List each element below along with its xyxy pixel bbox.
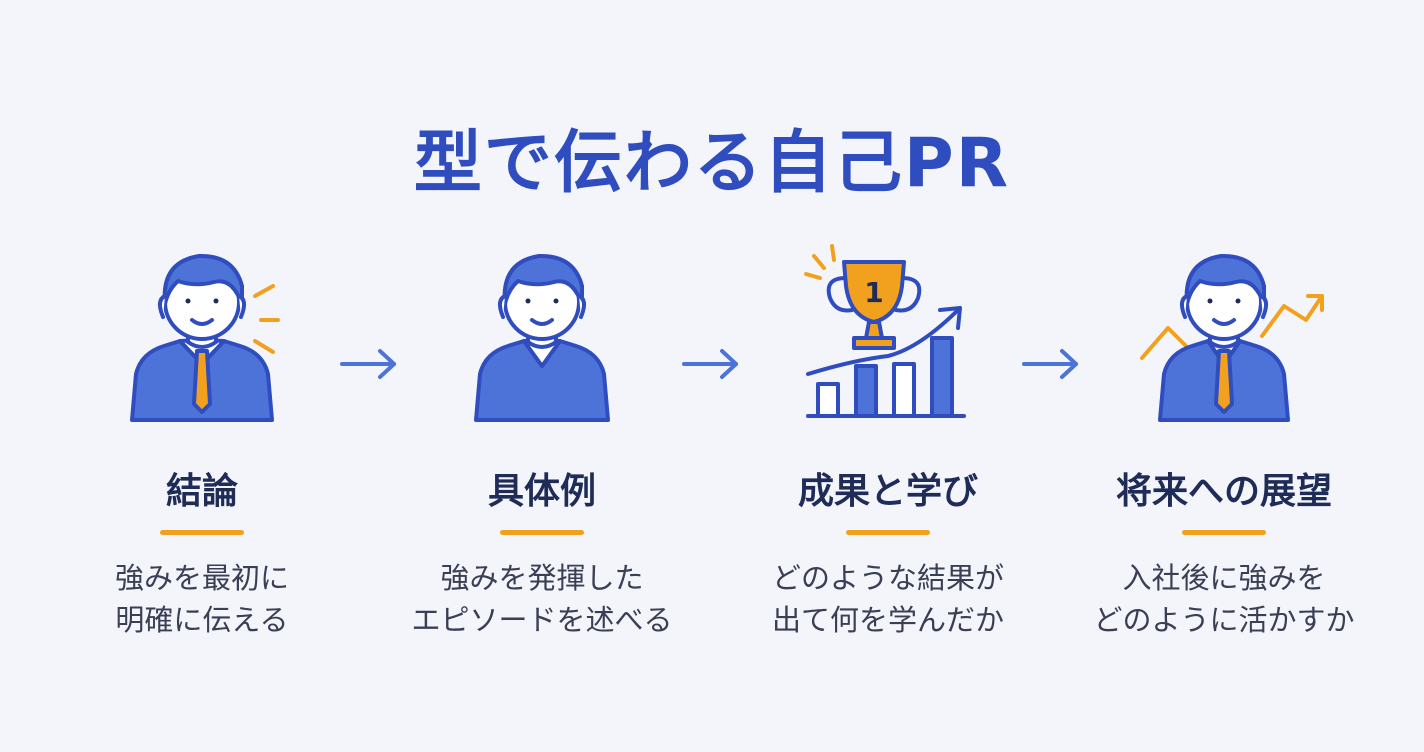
person-left-ear <box>498 294 507 319</box>
growth-line <box>806 306 962 376</box>
step-description: 入社後に強みを どのように活かすか <box>1074 557 1374 641</box>
person-left-ear <box>158 294 167 319</box>
chart-bar <box>816 382 840 418</box>
person-tie <box>1214 349 1234 414</box>
step-title-underline <box>160 530 244 535</box>
speech-lines <box>253 284 280 354</box>
person-smile <box>530 318 554 326</box>
person-left-ear <box>1180 294 1189 319</box>
person-growth-icon <box>1074 238 1374 424</box>
chart-bar <box>930 336 954 418</box>
person-smile <box>1212 318 1236 326</box>
trophy-handle-right <box>894 276 922 313</box>
person-icon <box>392 238 692 424</box>
announcing-person-svg <box>130 253 280 422</box>
person-right-ear <box>1259 294 1268 319</box>
description-line: 出て何を学んだか <box>771 603 1004 638</box>
person-hair <box>162 253 244 306</box>
announcing-person-icon <box>52 238 352 424</box>
person-svg <box>474 253 610 422</box>
right-arrow-icon <box>1020 347 1084 381</box>
person-right-eye <box>1235 298 1241 304</box>
step-title: 将来への展望 <box>1115 471 1332 512</box>
step-title-underline <box>500 530 584 535</box>
chart-bar <box>892 362 916 418</box>
person-left-eye <box>525 298 531 304</box>
right-arrow-svg <box>340 349 396 379</box>
right-arrow-svg <box>682 349 738 379</box>
step-result-learning: 1 成果と学び どのような結果が 出て何を学んだか <box>738 238 1038 641</box>
growth-arrow-head <box>938 306 962 330</box>
person-left-eye <box>185 298 191 304</box>
person-left-eye <box>1207 298 1213 304</box>
step-title: 具体例 <box>487 471 596 512</box>
step-example: 具体例 強みを発揮した エピソードを述べる <box>392 238 692 641</box>
step-title: 結論 <box>165 471 238 512</box>
person-right-ear <box>577 294 586 319</box>
step-title: 成果と学び <box>797 471 978 512</box>
description-line: 入社後に強みを <box>1122 561 1326 595</box>
trophy-stem <box>864 320 884 340</box>
step-conclusion: 結論 強みを最初に 明確に伝える <box>52 238 352 641</box>
person-right-eye <box>553 298 559 304</box>
growth-arrow <box>1140 294 1324 360</box>
trophy-sparkle-lines <box>804 244 836 280</box>
page-title: 型で伝わる自己PR <box>413 123 1011 203</box>
step-description: どのような結果が 出て何を学んだか <box>738 557 1038 641</box>
person-hair <box>502 253 584 306</box>
right-arrow-icon <box>338 347 402 381</box>
description-line: 強みを最初に <box>114 561 289 595</box>
person-right-eye <box>213 298 219 304</box>
person-hair <box>1184 253 1266 306</box>
right-arrow-icon <box>680 347 744 381</box>
person-tie <box>192 349 212 414</box>
step-title-underline <box>846 530 930 535</box>
chart-bar <box>854 364 878 418</box>
person-smile <box>190 318 214 326</box>
step-title-underline <box>1182 530 1266 535</box>
right-arrow-svg <box>1022 349 1078 379</box>
description-line: どのような結果が <box>771 561 1004 595</box>
person-growth-svg <box>1140 253 1324 422</box>
description-line: どのように活かすか <box>1093 603 1355 638</box>
step-future-vision: 将来への展望 入社後に強みを どのように活かすか <box>1074 238 1374 641</box>
trophy-growth-chart-icon: 1 <box>738 238 1038 424</box>
step-description: 強みを最初に 明確に伝える <box>52 557 352 641</box>
description-line: 明確に伝える <box>115 603 289 638</box>
trophy-base <box>852 336 896 350</box>
description-line: 強みを発揮した <box>440 561 644 595</box>
step-description: 強みを発揮した エピソードを述べる <box>392 557 692 641</box>
person-right-ear <box>237 294 246 319</box>
trophy-handle-left <box>826 276 854 313</box>
trophy-chart-svg: 1 <box>804 244 966 418</box>
description-line: エピソードを述べる <box>411 603 673 638</box>
trophy-label: 1 <box>864 276 883 309</box>
